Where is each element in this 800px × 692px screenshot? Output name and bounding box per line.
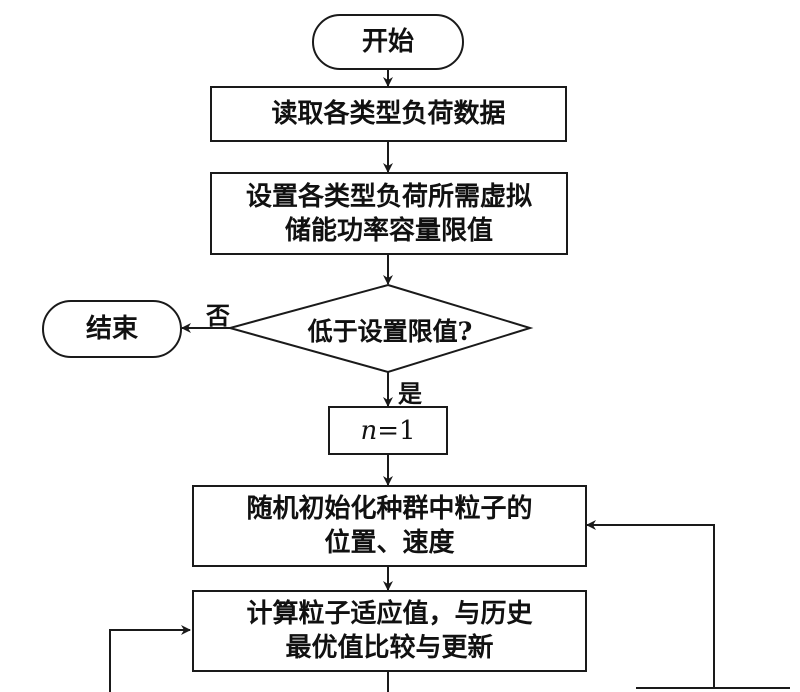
end-node: 结束 xyxy=(42,300,182,358)
init-n-variable: n xyxy=(360,415,378,446)
start-node: 开始 xyxy=(312,14,464,70)
read-data-label: 读取各类型负荷数据 xyxy=(271,99,506,129)
edge-label-no: 否 xyxy=(206,301,230,330)
loop-back-left xyxy=(109,625,191,692)
compute-fitness-node: 计算粒子适应值，与历史 最优值比较与更新 xyxy=(192,590,587,672)
init-particles-line2: 位置、速度 xyxy=(324,528,455,558)
start-label: 开始 xyxy=(361,27,414,57)
set-limit-node: 设置各类型负荷所需虚拟 储能功率容量限值 xyxy=(210,172,568,255)
compute-line2: 最优值比较与更新 xyxy=(285,633,494,663)
init-n-node: n=1 xyxy=(328,406,448,455)
edge-label-yes: 是 xyxy=(398,379,422,408)
read-data-node: 读取各类型负荷数据 xyxy=(210,86,567,142)
end-label: 结束 xyxy=(85,314,138,344)
set-limit-line2: 储能功率容量限值 xyxy=(284,215,493,246)
init-n-value: =1 xyxy=(377,415,416,446)
loop-back-right xyxy=(586,520,715,689)
init-particles-line1: 随机初始化种群中粒子的 xyxy=(246,494,533,524)
set-limit-line1: 设置各类型负荷所需虚拟 xyxy=(245,181,532,212)
init-particles-node: 随机初始化种群中粒子的 位置、速度 xyxy=(192,485,587,567)
compute-line1: 计算粒子适应值，与历史 xyxy=(246,599,533,629)
decision-label: 低于设置限值? xyxy=(307,317,473,346)
